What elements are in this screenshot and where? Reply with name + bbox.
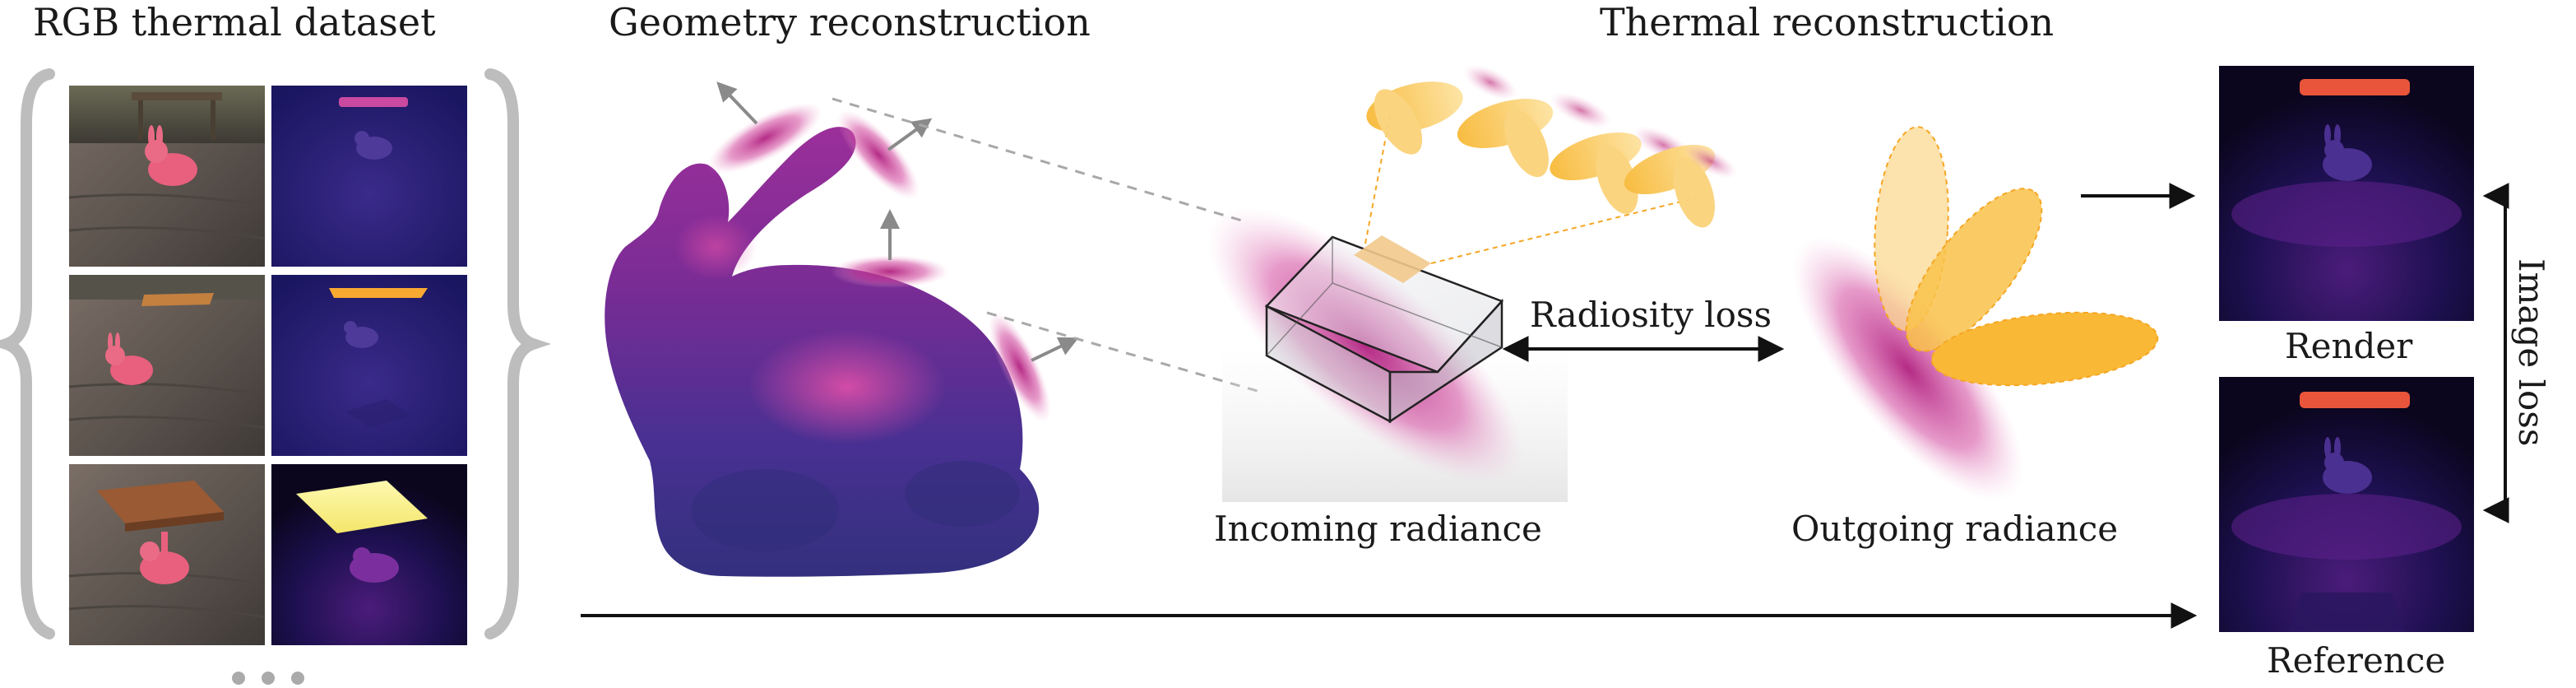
heading-dataset: RGB thermal dataset [33,0,436,44]
incoming-radiance-lobes [1364,64,1738,264]
incoming-radiance-cell [1207,207,1568,502]
zoom-line-lower [986,311,1261,393]
dataset-rgb-image-1 [68,86,266,267]
dataset-rgb-image-3 [68,464,266,645]
image-loss-arrow [2482,183,2509,523]
dataset-thermal-image-2 [271,275,467,456]
dataset-rgb-image-2 [68,275,266,456]
render-image [2219,66,2474,321]
surface-lobe-3 [831,209,949,288]
heading-geometry: Geometry reconstruction [609,0,1091,44]
dataset-thermal-image-1 [271,86,467,267]
dataset-thermal-image-3 [271,464,467,645]
caption-incoming-radiance: Incoming radiance [1214,509,1542,549]
caption-reference: Reference [2267,640,2446,681]
caption-render: Render [2285,326,2413,366]
caption-image-loss: Image loss [2511,258,2551,447]
reconstructed-bunny [605,127,1040,577]
dataset-more-ellipsis-icon [232,672,304,685]
reference-image [2219,377,2474,632]
caption-outgoing-radiance: Outgoing radiance [1791,509,2119,549]
dataset-right-brace [484,68,552,639]
heading-thermal: Thermal reconstruction [1600,0,2055,44]
surface-lobe-4 [989,311,1079,423]
outgoing-radiance-cell [1792,126,2159,501]
dataset-left-brace [0,68,55,639]
surface-lobe-1 [707,81,822,174]
caption-radiosity-loss: Radiosity loss [1530,295,1772,335]
